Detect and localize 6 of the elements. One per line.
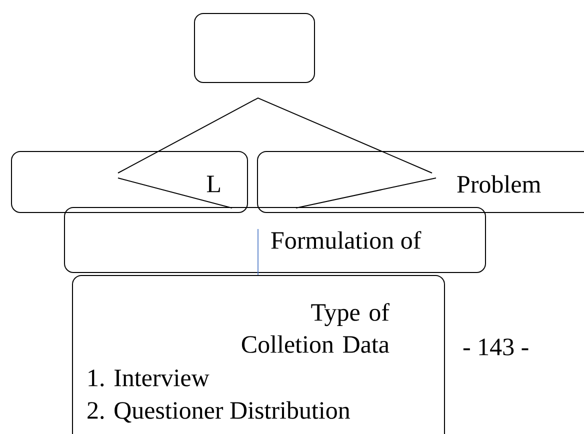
empty-box [194, 13, 315, 83]
process-box: Problem [257, 151, 584, 213]
process-box: L [11, 151, 248, 213]
process-box: Formulation of [64, 207, 486, 273]
process-box: Type of Colletion Data 1. Interview 2. Questioner Distribution [72, 275, 445, 434]
page-number: - 143 - [463, 338, 528, 356]
